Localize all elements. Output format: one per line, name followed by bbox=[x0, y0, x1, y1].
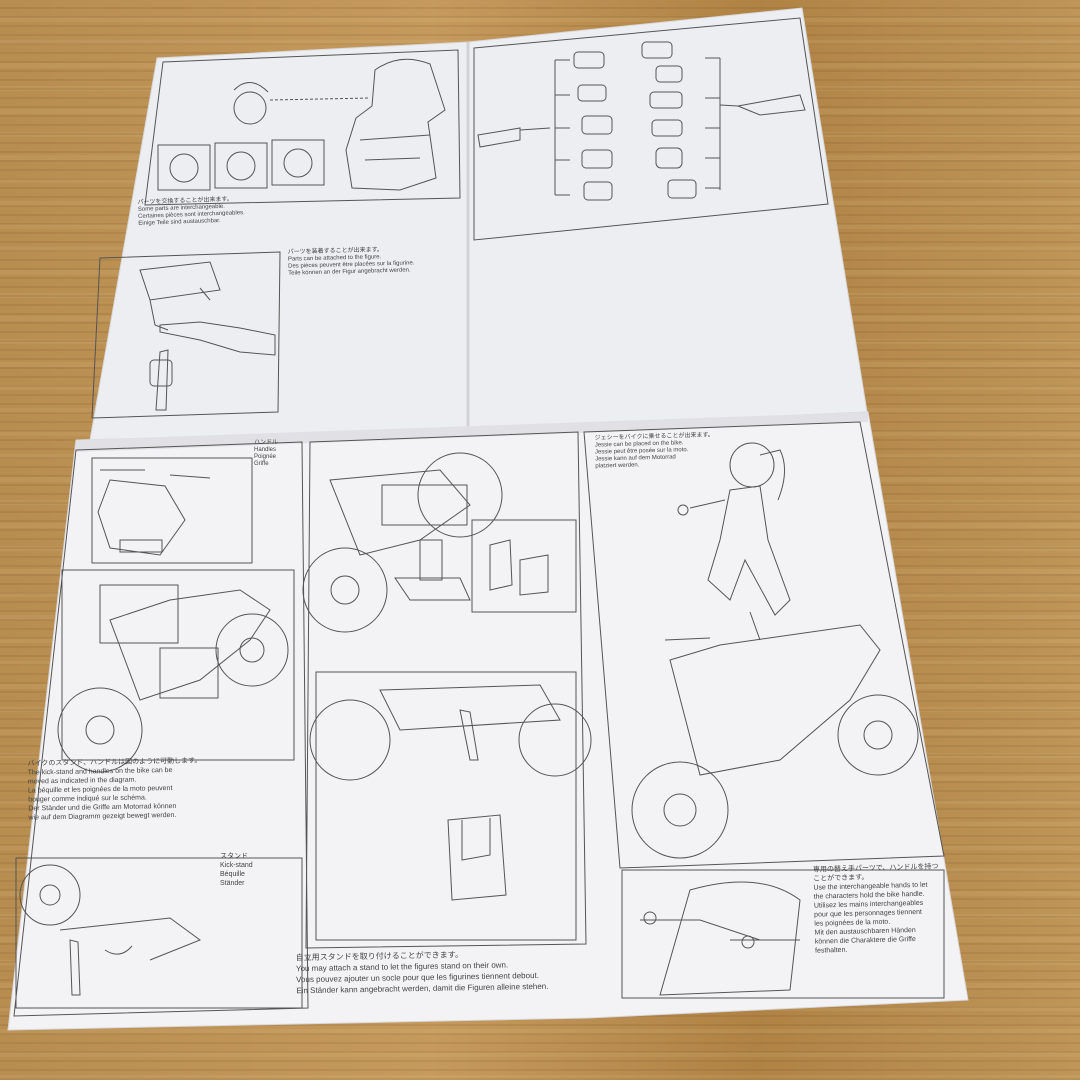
stand-label-jp: スタンド bbox=[220, 853, 248, 860]
stand-label: スタンド Kick-stand Béquille Ständer bbox=[220, 852, 253, 888]
jessie-caption: ジェシーをバイクに乗せることが出来ます。 Jessie can be place… bbox=[595, 432, 715, 470]
handle-label-de: Griffe bbox=[254, 461, 269, 467]
jessie-bike-panel bbox=[583, 421, 945, 999]
hands-panel bbox=[473, 17, 829, 241]
attach-parts-caption: パーツを装着することが出来ます。 Parts can be attached t… bbox=[288, 246, 415, 277]
front-wheel-icon bbox=[57, 687, 143, 773]
attach-panel bbox=[91, 251, 281, 419]
hands-caption: 専用の替え手パーツで、ハンドルを持つ ことができます。 Use the inte… bbox=[813, 862, 941, 955]
stand-label-en: Kick-stand bbox=[220, 862, 253, 869]
face-panel bbox=[144, 49, 461, 206]
handle-label: ハンドル Handles Poignée Griffe bbox=[254, 440, 278, 468]
figure-jessie-icon bbox=[345, 58, 446, 191]
rear-wheel-icon bbox=[215, 613, 289, 687]
face-parts-caption: パーツを交換することが出来ます。 Some parts are intercha… bbox=[138, 196, 246, 228]
handle-label-en: Handles bbox=[254, 447, 277, 453]
stand-label-de: Ständer bbox=[220, 880, 245, 887]
figure-stand-panel bbox=[302, 431, 592, 949]
handle-label-jp: ハンドル bbox=[254, 440, 279, 446]
big-front-wheel-icon bbox=[631, 761, 729, 859]
figure-stand-caption: 自立用スタンドを取り付けることができます。 You may attach a s… bbox=[296, 948, 549, 996]
kickstand-caption: バイクのスタンド、ハンドルは図のように可動します。 The kick-stand… bbox=[27, 756, 202, 822]
bike-handles-panel bbox=[13, 441, 309, 1017]
stand-base-icon bbox=[394, 577, 471, 601]
handle-label-fr: Poignée bbox=[254, 454, 277, 460]
face-head-icon bbox=[233, 91, 267, 125]
stand-label-fr: Béquille bbox=[220, 871, 245, 878]
